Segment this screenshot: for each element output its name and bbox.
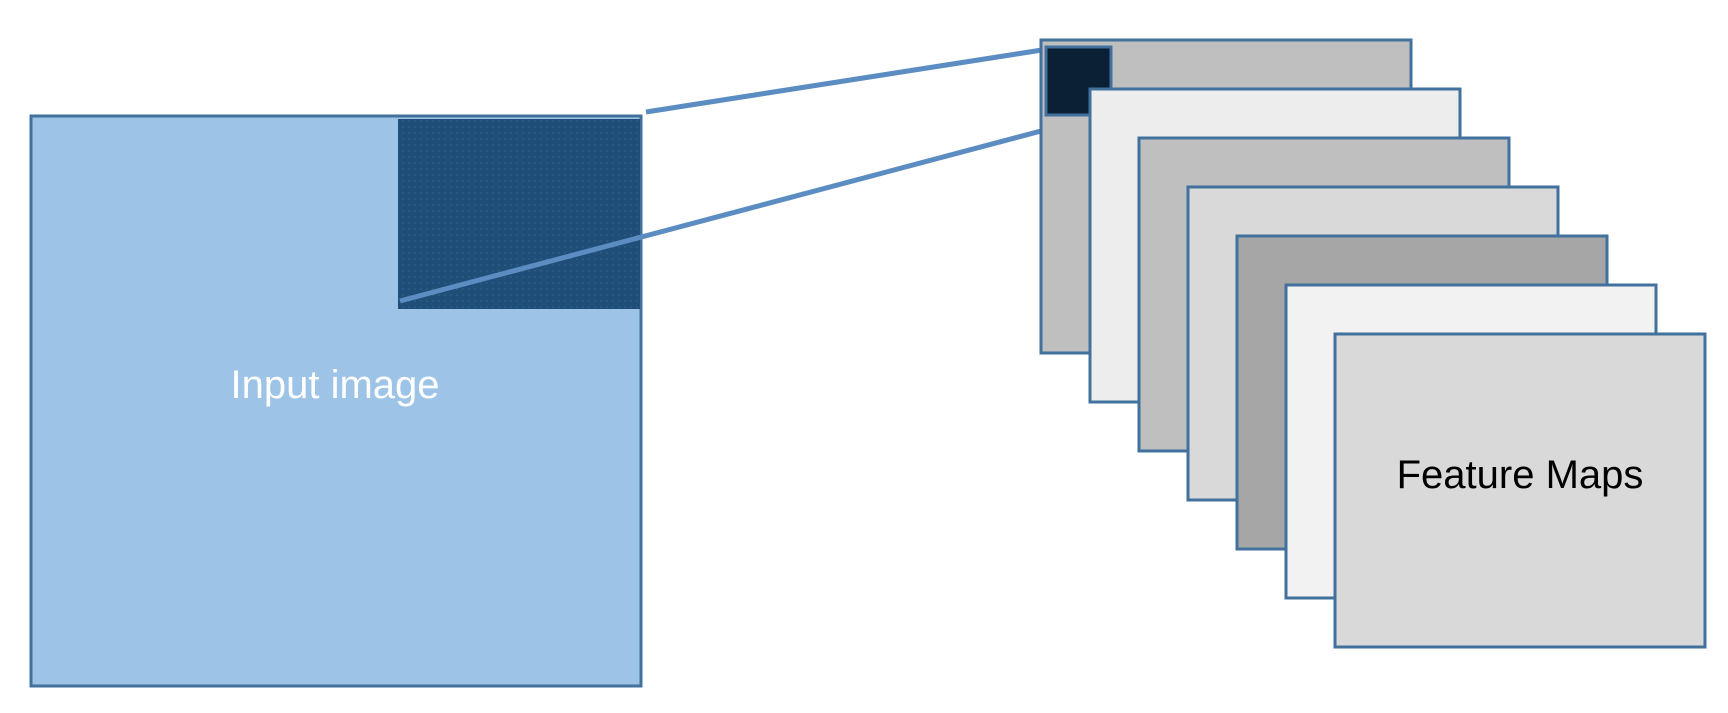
feature-map-7 [1333,332,1707,649]
input-image-label: Input image [230,363,439,407]
receptive-field-texture [398,119,640,309]
connector-line-bottom [399,115,1091,304]
connector-line-top [645,47,1043,115]
feature-maps-label: Feature Maps [1397,453,1644,497]
feature-map-stack [1039,38,1707,649]
